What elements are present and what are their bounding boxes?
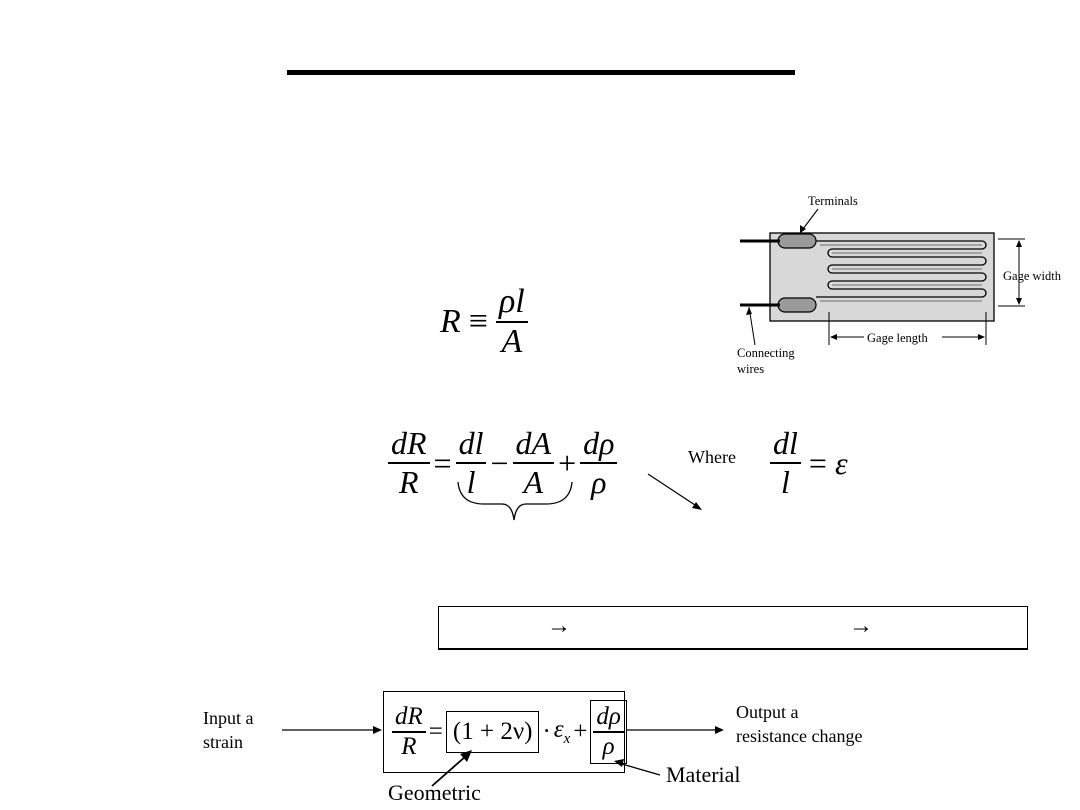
da-over-a: dA A xyxy=(512,425,555,501)
dl-over-l: dl l xyxy=(455,425,487,501)
rho-l-over-a: ρl A xyxy=(495,283,528,361)
strain-resistance-equation-box xyxy=(383,691,625,773)
resistance-lhs: R xyxy=(440,303,461,340)
arrow-right-icon: → xyxy=(849,613,873,639)
fraction-numerator: ρl xyxy=(498,283,525,320)
geometric-term-box: (1 + 2ν) xyxy=(445,711,540,753)
label-gage-length: Gage length xyxy=(867,331,928,345)
equals-sign-strain: = xyxy=(808,444,827,481)
material-label: Material xyxy=(666,762,741,787)
material-term-box: dρ ρ xyxy=(590,700,627,764)
block-arrows xyxy=(282,726,724,787)
arrow-box: → → xyxy=(438,606,1028,650)
drho-over-rho: dρ ρ xyxy=(580,425,618,501)
bottom-dr-over-r: dR R xyxy=(392,703,426,761)
plus-sign: + xyxy=(558,444,577,481)
strain-gage-diagram: Terminals Gage width Gage length Connect… xyxy=(737,194,1062,376)
label-connecting: Connecting xyxy=(737,346,795,360)
underbrace xyxy=(457,481,573,521)
epsilon-x: εx xyxy=(553,716,571,747)
label-terminals: Terminals xyxy=(808,194,858,208)
terminal-bottom xyxy=(777,297,817,313)
differential-equation: dR R = dl l − dA A + dρ ρ xyxy=(388,425,618,501)
identical-sign: ≡ xyxy=(468,303,488,340)
where-label: Where xyxy=(688,447,736,467)
minus-sign: − xyxy=(490,444,509,481)
pointer-arrow xyxy=(647,473,699,508)
label-wires: wires xyxy=(737,362,764,376)
resistance-formula: R ≡ ρl A xyxy=(440,283,528,361)
multiply-dot: · xyxy=(542,718,551,745)
output-resistance-label: Output a resistance change xyxy=(736,702,863,746)
epsilon-symbol: ε xyxy=(834,444,848,481)
bottom-equals: = xyxy=(428,718,443,745)
input-strain-label: Input a strain xyxy=(203,708,254,752)
strain-definition: dl l = ε xyxy=(770,425,848,501)
underbrace-and-arrow xyxy=(457,473,702,521)
equals-sign: = xyxy=(433,444,452,481)
bottom-equation: dR R = (1 + 2ν) · εx + dρ ρ xyxy=(392,699,627,765)
geometric-term: (1 + 2ν) xyxy=(452,718,533,745)
bottom-plus: + xyxy=(573,718,588,745)
terminal-top xyxy=(777,233,817,249)
title-underline xyxy=(287,70,795,75)
label-gage-width: Gage width xyxy=(1003,269,1062,283)
dl-over-l-strain: dl l xyxy=(770,425,801,501)
geometric-label: Geometric xyxy=(388,780,481,805)
gage-grid xyxy=(816,240,987,302)
dr-over-r: dR R xyxy=(388,425,430,501)
material-pointer xyxy=(621,763,661,776)
fraction-denominator: A xyxy=(501,323,523,360)
geometric-pointer xyxy=(431,755,467,787)
arrow-right-icon: → xyxy=(547,613,571,639)
